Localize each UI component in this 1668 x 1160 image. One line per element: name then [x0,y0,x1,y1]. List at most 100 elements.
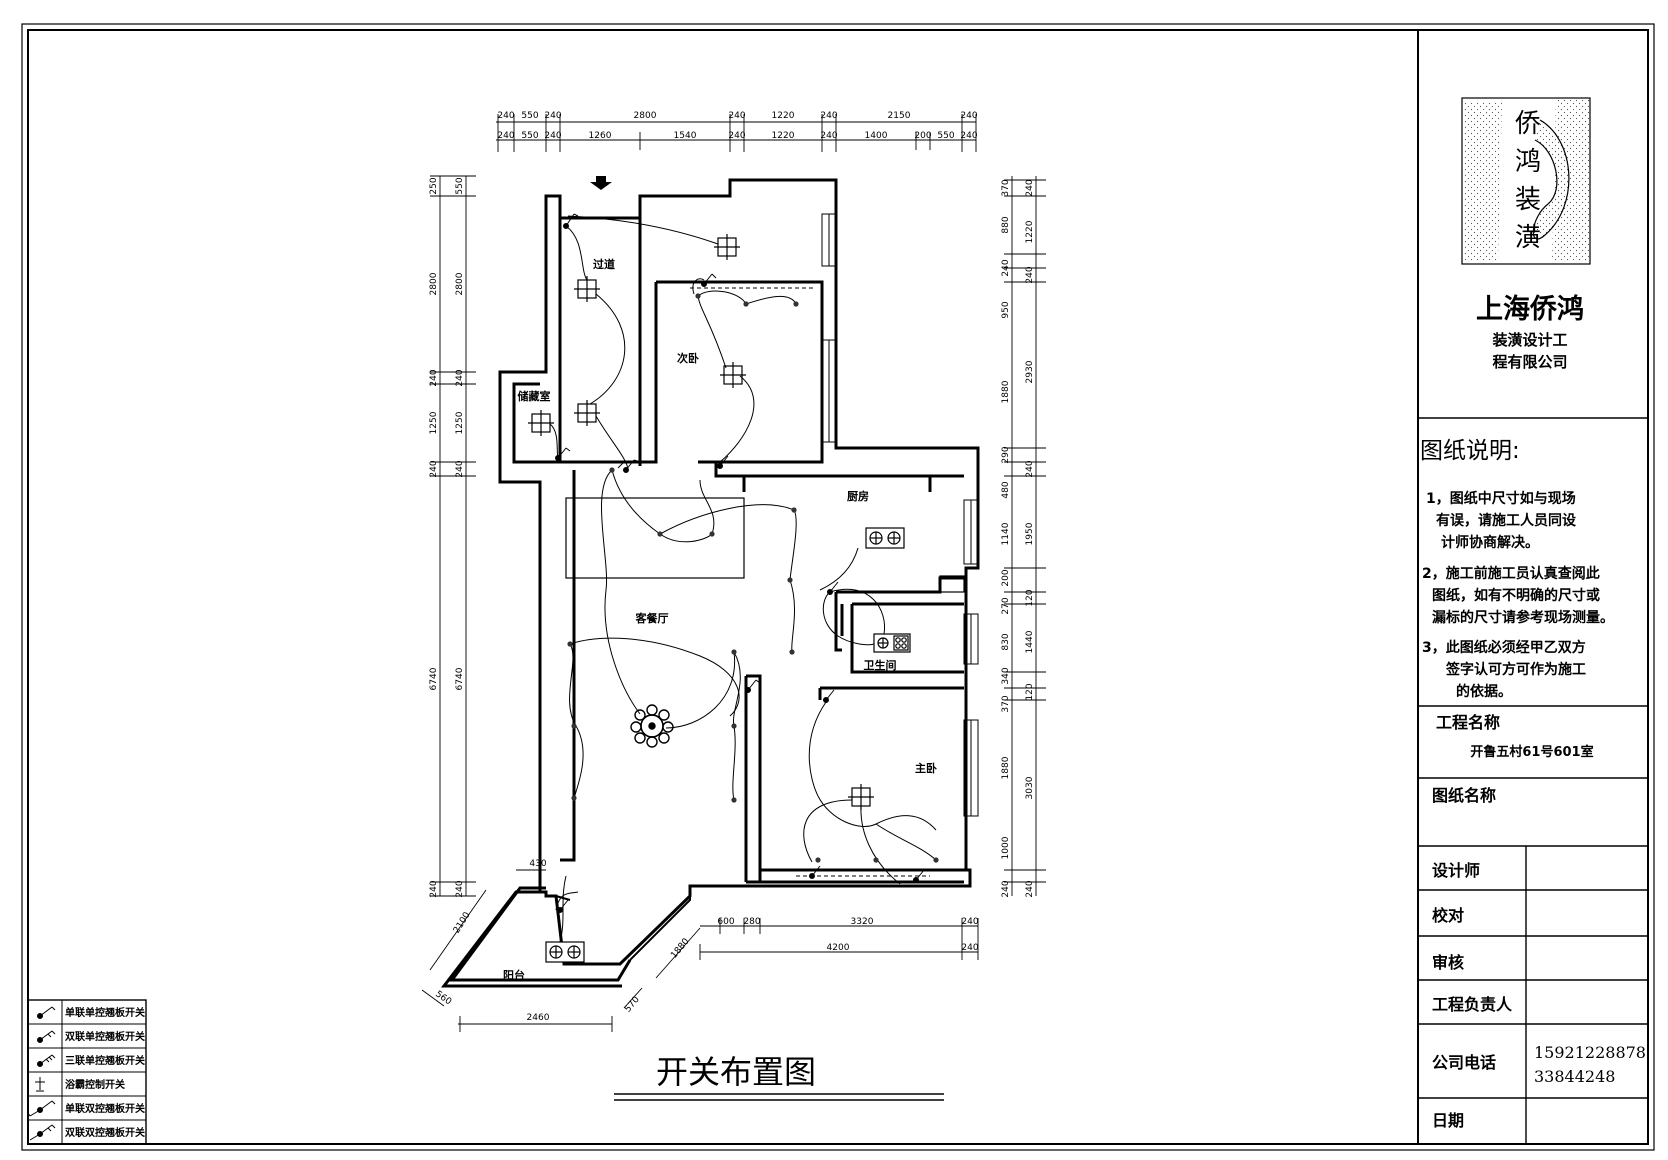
designer-label: 设计师 [1432,861,1480,880]
chandelier-icon [630,704,674,748]
dim-top1-9: 240 [960,111,977,121]
dim-balcony-6: 1880 [669,937,692,961]
dim-top1-6: 1220 [772,111,795,121]
note-2-line-2: 图纸，如有不明确的尺寸或 [1432,587,1600,604]
logo-char-3: 装 [1515,185,1541,215]
wiring [549,215,937,943]
dim-right-inner-1: 370 [1001,179,1011,196]
dim-right-outer-8: 1440 [1025,630,1035,653]
legend-item-5: 单联双控翘板开关 [65,1102,145,1115]
dim-left-inner-5: 240 [455,460,465,477]
room-label-storage: 储藏室 [518,389,551,403]
floor-plan: 过道 次卧 储藏室 厨房 客餐厅 卫生间 主卧 阳台 [421,111,1046,1032]
dim-bottom-2: 280 [743,917,760,927]
reviewer-label: 审核 [1432,953,1464,972]
dim-right-inner-15: 1000 [1001,836,1011,859]
dim-bottom-6: 240 [961,943,978,953]
note-1-line-3: 计师协商解决。 [1441,534,1539,551]
double-gang-switch-icon [37,1030,56,1043]
dim-right-inner-13: 370 [1001,695,1011,712]
notes-heading: 图纸说明: [1420,438,1520,464]
light-icon [714,234,740,260]
windows [690,213,979,877]
note-1-line-2: 有误，请施工人员同设 [1436,512,1577,529]
dim-left-outer-7: 240 [429,880,439,897]
dim-balcony-4: 2460 [527,1013,550,1023]
balcony-double-light-icon [545,941,585,963]
company-logo: 侨 鸿 装 潢 [1461,96,1591,265]
dim-right-inner-12: 340 [1001,667,1011,684]
dim-top2-4: 1260 [589,131,612,141]
room-label-living: 客餐厅 [635,611,669,625]
entrance-arrow-icon [590,176,612,190]
light-icon [574,400,600,426]
switch-icon [827,581,839,595]
note-1-line-1: 1，图纸中尺寸如与现场 [1426,490,1576,507]
room-label-balcony: 阳台 [503,968,525,982]
dim-right-inner-14: 1880 [1001,756,1011,779]
dim-right-outer-7: 120 [1025,589,1035,606]
kitchen-counter [565,497,745,579]
bath-heater-icon [873,633,911,653]
dim-right-inner-11: 830 [1001,633,1011,650]
note-2-line-1: 2，施工前施工员认真查阅此 [1422,565,1600,582]
bath-heater-switch-icon [35,1077,45,1092]
phone-2: 33844248 [1534,1067,1615,1086]
junction-dots [567,293,939,863]
dim-top1-2: 550 [521,111,538,121]
dim-top2-12: 240 [960,131,977,141]
logo-char-1: 侨 [1515,109,1541,139]
dim-top2-5: 1540 [674,131,697,141]
drawing-name-label: 图纸名称 [1432,786,1496,805]
sheet-border [21,23,1655,1151]
dim-left-outer-5: 240 [429,460,439,477]
dim-top2-8: 240 [820,131,837,141]
project-value: 开鲁五村61号601室 [1470,744,1593,760]
dim-top2-7: 1220 [772,131,795,141]
room-label-corridor: 过道 [593,257,615,271]
dim-top2-9: 1400 [865,131,888,141]
dim-right-inner-9: 200 [1001,569,1011,586]
dim-top2-3: 240 [544,131,561,141]
dim-bottom-1: 600 [717,917,734,927]
room-label-master: 主卧 [915,761,937,775]
dim-right-outer-10: 3030 [1025,776,1035,799]
dim-top1-4: 2800 [634,111,657,121]
dim-balcony-1: 430 [529,859,546,869]
dim-top2-10: 200 [914,131,931,141]
room-label-kitchen: 厨房 [847,489,869,503]
phone-label: 公司电话 [1432,1053,1496,1072]
dim-left-outer-2: 2800 [429,272,439,295]
dim-right-inner-8: 1140 [1001,522,1011,545]
light-icon [848,784,874,810]
switch-icon [555,447,571,461]
dim-right-outer-6: 1950 [1025,522,1035,545]
kitchen-double-light-icon [865,527,905,549]
project-label: 工程名称 [1436,713,1500,732]
ceiling-lights [528,234,874,810]
double-gang-two-way-switch-icon [29,1124,56,1141]
dim-right-outer-3: 240 [1025,266,1035,283]
switch-icon [745,679,761,693]
dim-bottom-3: 3320 [851,917,874,927]
dim-right-outer-9: 120 [1025,683,1035,700]
company-name: 上海侨鸿 [1476,294,1584,325]
switch-icon [701,273,717,287]
dim-right-inner-5: 1880 [1001,380,1011,403]
dim-top1-3: 240 [544,111,561,121]
switch-icon [809,865,821,879]
dim-right-outer-2: 1220 [1025,220,1035,243]
logo-char-4: 潢 [1515,223,1541,253]
company-sub-line2: 程有限公司 [1492,353,1567,371]
note-3-line-3: 的依据。 [1456,683,1512,700]
switch-icon [913,869,925,883]
dim-left-outer-4: 1250 [429,411,439,434]
dim-right-inner-4: 950 [1001,301,1011,318]
dim-top2-11: 550 [937,131,954,141]
dim-right-outer-11: 240 [1025,880,1035,897]
dim-bottom-5: 4200 [827,943,850,953]
switch-icon [557,899,569,913]
dim-left-inner-4: 1250 [455,411,465,434]
dim-right-inner-7: 480 [1001,481,1011,498]
